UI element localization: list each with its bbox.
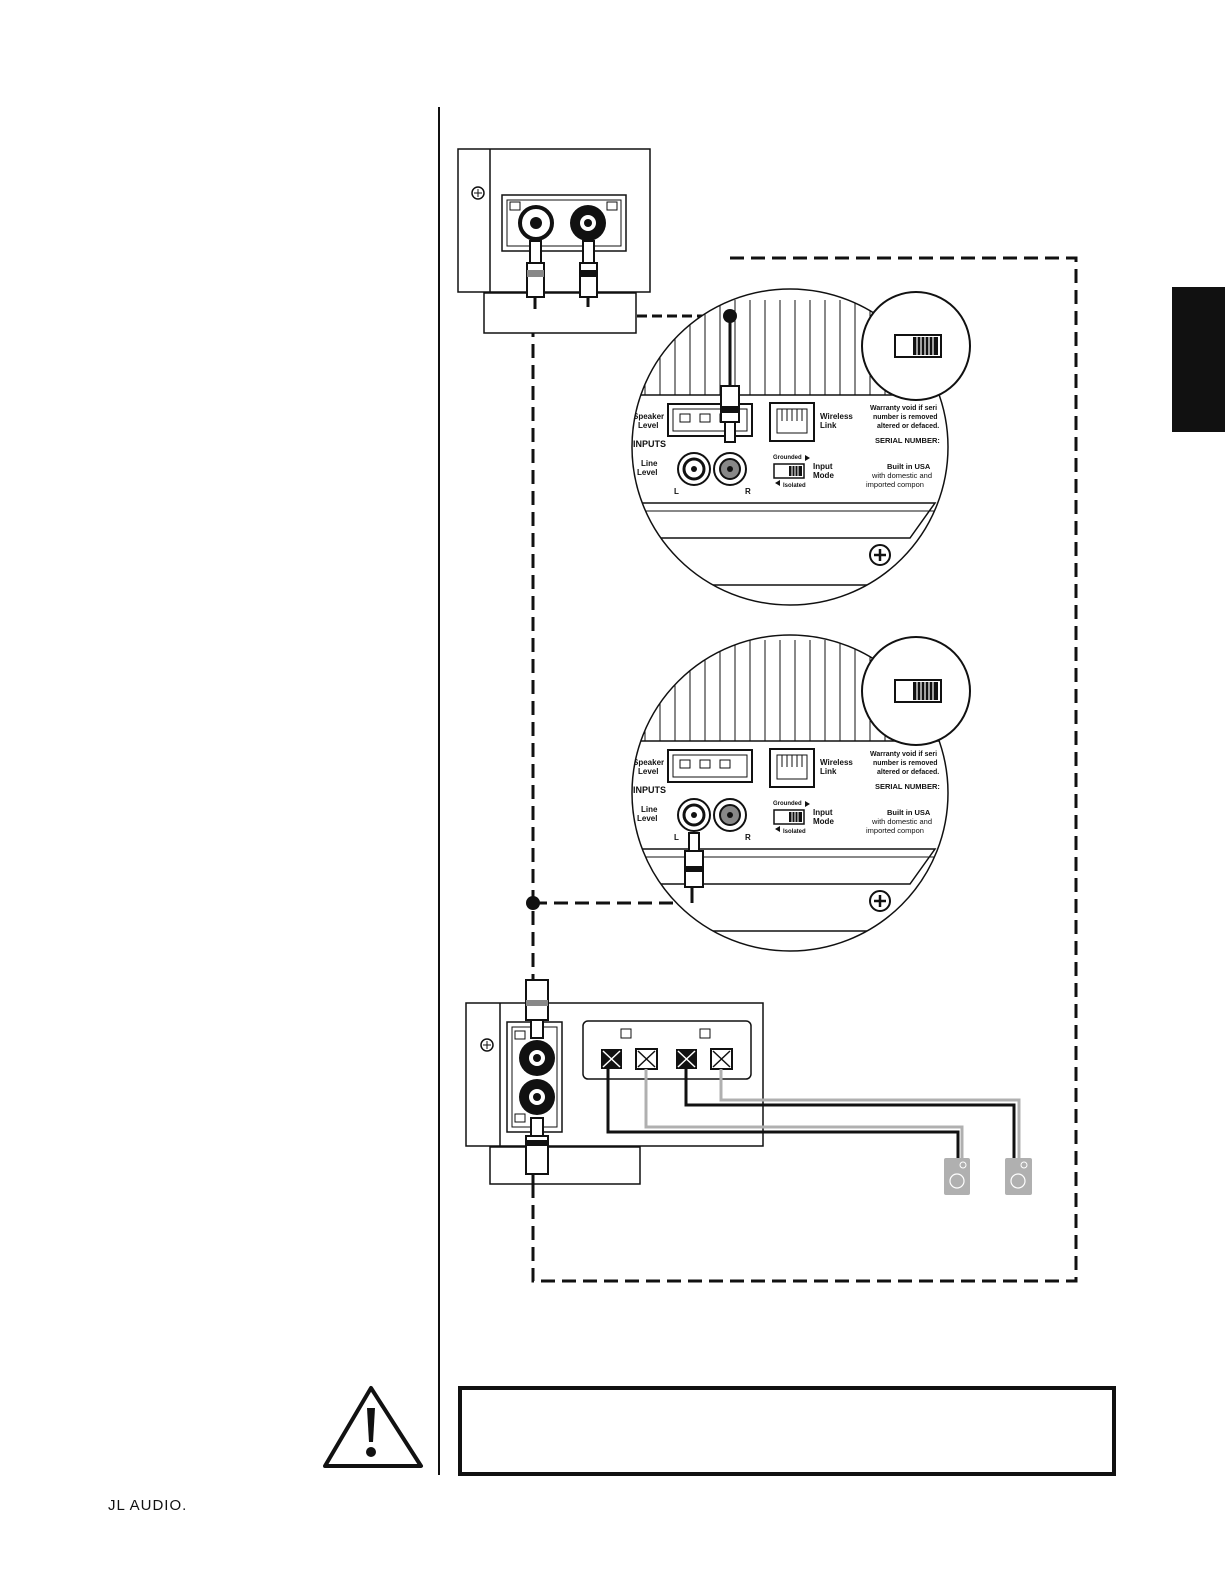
warranty-text-2: number is removed	[873, 414, 938, 421]
left-label: L	[674, 487, 679, 496]
rca-plug-left	[526, 240, 545, 309]
built-in-usa-label-2: with domestic and	[871, 471, 932, 480]
screw-icon	[471, 186, 485, 200]
built-in-usa-label-3: imported compon	[866, 480, 924, 489]
right-label: R	[745, 833, 751, 842]
warning-notice-box	[458, 1386, 1116, 1476]
serial-number-label: SERIAL NUMBER:	[875, 782, 940, 791]
isolated-label: Isolated	[783, 829, 806, 835]
input-mode-switch-zoom-bottom	[861, 636, 971, 746]
speaker-terminal-1	[601, 1049, 622, 1069]
inputs-label: INPUTS	[633, 785, 666, 795]
wireless-link-port	[769, 402, 815, 442]
built-in-usa-label: Built in USA	[887, 462, 931, 471]
section-tab	[1172, 287, 1225, 432]
wireless-label-2: Link	[820, 767, 837, 776]
right-label: R	[745, 487, 751, 496]
speaker-level-label-2: Level	[638, 767, 658, 776]
speaker-level-connector	[667, 749, 753, 783]
input-mode-switch	[773, 809, 805, 825]
speaker-terminal-3	[676, 1049, 697, 1069]
built-in-usa-label: Built in USA	[887, 808, 931, 817]
line-level-label-2: Level	[637, 814, 657, 823]
amplifier-device	[465, 979, 764, 1185]
rca-jack-right	[570, 205, 606, 241]
wireless-label: Wireless	[820, 412, 853, 421]
speaker-wire-3-black	[684, 1069, 1016, 1158]
grounded-label: Grounded	[773, 455, 802, 461]
brand-logo: JL AUDIO.	[108, 1497, 187, 1514]
line-input-right-jack	[713, 798, 747, 832]
grounded-label: Grounded	[773, 801, 802, 807]
rca-plug-amp-lower	[525, 1117, 549, 1184]
input-mode-label-2: Mode	[813, 471, 834, 480]
speaker-terminal-2	[635, 1048, 658, 1070]
speaker-icon-right	[1005, 1158, 1032, 1195]
speaker-level-label-2: Level	[638, 421, 658, 430]
warranty-text-2: number is removed	[873, 760, 938, 767]
chassis-screw-icon	[869, 544, 891, 566]
splice-node-top	[723, 309, 737, 323]
source-device	[457, 148, 651, 334]
line-input-right-jack	[713, 452, 747, 486]
built-in-usa-label-2: with domestic and	[871, 817, 932, 826]
wireless-label-2: Link	[820, 421, 837, 430]
chassis-screw-icon	[869, 890, 891, 912]
wireless-link-port	[769, 748, 815, 788]
rca-plug-speaker-level	[720, 316, 740, 443]
line-input-left-jack	[677, 798, 711, 832]
input-mode-switch	[773, 463, 805, 479]
wireless-label: Wireless	[820, 758, 853, 767]
rca-plug-line-level-left	[684, 832, 704, 903]
rca-jack-left	[518, 205, 554, 241]
speaker-level-label: Speaker	[633, 412, 664, 421]
rca-jack-upper	[519, 1040, 555, 1076]
speaker-wire-2-gray	[644, 1069, 964, 1158]
line-level-label-2: Level	[637, 468, 657, 477]
speaker-terminal-4	[710, 1048, 733, 1070]
rca-plug-amp-upper	[525, 979, 549, 1039]
input-mode-label: Input	[813, 808, 833, 817]
warranty-text-3: altered or defaced.	[877, 423, 939, 430]
line-input-left-jack	[677, 452, 711, 486]
built-in-usa-label-3: imported compon	[866, 826, 924, 835]
speaker-wire-4-gray	[719, 1069, 1021, 1158]
left-label: L	[674, 833, 679, 842]
line-level-label: Line	[641, 805, 658, 814]
warranty-text: Warranty void if seri	[870, 751, 937, 758]
warranty-text: Warranty void if seri	[870, 405, 937, 412]
warning-icon	[323, 1386, 423, 1468]
input-mode-label: Input	[813, 462, 833, 471]
input-mode-label-2: Mode	[813, 817, 834, 826]
splice-node-bottom	[526, 896, 540, 910]
input-mode-switch-zoom-top	[861, 291, 971, 401]
rca-plug-right	[579, 240, 598, 307]
signal-route-dashed	[531, 256, 1078, 1283]
speaker-level-label: Speaker	[633, 758, 664, 767]
inputs-label: INPUTS	[633, 439, 666, 449]
warranty-text-3: altered or defaced.	[877, 769, 939, 776]
isolated-label: Isolated	[783, 483, 806, 489]
serial-number-label: SERIAL NUMBER:	[875, 436, 940, 445]
rca-jack-lower	[519, 1079, 555, 1115]
screw-icon	[480, 1038, 494, 1052]
line-level-label: Line	[641, 459, 658, 468]
speaker-wire-1-black	[606, 1069, 960, 1158]
speaker-icon-left	[944, 1158, 970, 1195]
